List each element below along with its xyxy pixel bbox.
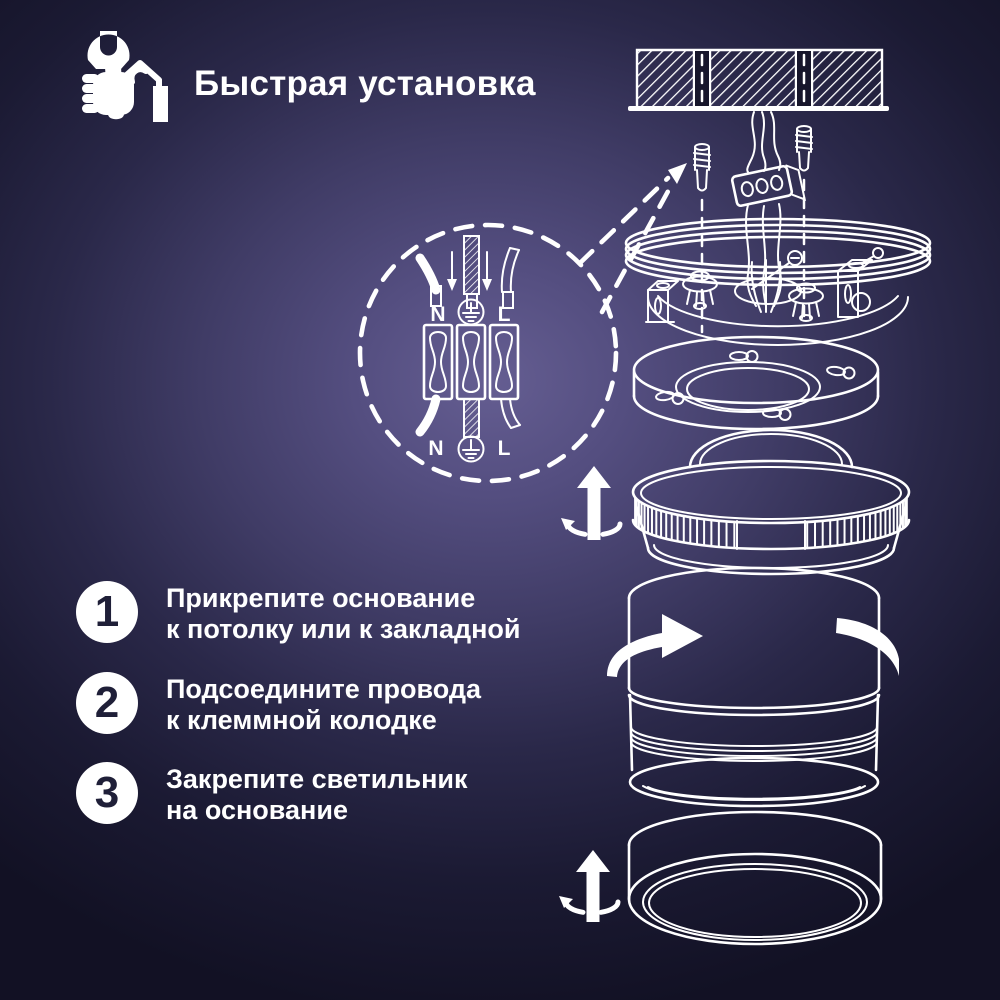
keyhole-slot bbox=[826, 365, 856, 380]
insert-arrow bbox=[447, 251, 457, 291]
screw bbox=[751, 250, 803, 290]
step-3: 3 Закрепите светильник на основание bbox=[76, 762, 468, 826]
keyhole-slot bbox=[729, 350, 759, 363]
insert-arrow bbox=[482, 251, 492, 291]
terminal-connectors bbox=[422, 323, 520, 401]
earth-ground-icon-bottom bbox=[457, 435, 485, 463]
terminal-block bbox=[730, 164, 807, 208]
step-2: 2 Подсоедините провода к клеммной колодк… bbox=[76, 672, 481, 736]
step-3-text: Закрепите светильник на основание bbox=[166, 762, 468, 826]
step-1-line2: к потолку или к закладной bbox=[166, 614, 521, 644]
step-3-line1: Закрепите светильник bbox=[166, 764, 468, 794]
step-1-text: Прикрепите основание к потолку или к зак… bbox=[166, 581, 521, 645]
keyhole-slot bbox=[762, 408, 792, 421]
rotate-arrow-right bbox=[836, 618, 899, 676]
label-neutral-bottom: N bbox=[428, 437, 443, 460]
spring-post-left bbox=[682, 270, 718, 310]
wire-neutral-top bbox=[415, 253, 441, 295]
callout-circle bbox=[357, 222, 619, 484]
step-2-text: Подсоедините провода к клеммной колодке bbox=[166, 672, 481, 736]
step-3-line2: на основание bbox=[166, 795, 348, 825]
knurl-ticks bbox=[634, 496, 908, 549]
bracket-right bbox=[837, 247, 884, 318]
spring-post-right bbox=[788, 282, 824, 322]
twist-up-arrow-top bbox=[561, 466, 623, 540]
ceiling bbox=[628, 48, 889, 334]
canopy-plate bbox=[624, 217, 932, 346]
earth-ground-icon-top bbox=[457, 298, 485, 326]
body-cylinder bbox=[627, 566, 881, 808]
step-1-badge: 1 bbox=[76, 581, 138, 643]
wall-plug-left bbox=[693, 143, 711, 192]
wire-live-top bbox=[500, 247, 511, 293]
wiring-callout-bubble bbox=[357, 163, 687, 484]
trim-ring bbox=[627, 810, 883, 946]
driver-cap bbox=[631, 428, 911, 576]
twist-up-arrow-bottom bbox=[559, 850, 621, 922]
wire-ground-top bbox=[463, 235, 480, 295]
mounting-ring bbox=[632, 335, 880, 431]
step-3-badge: 3 bbox=[76, 762, 138, 824]
label-live-bottom: L bbox=[498, 437, 511, 460]
step-1-line1: Прикрепите основание bbox=[166, 583, 476, 613]
step-2-line2: к клеммной колодке bbox=[166, 705, 437, 735]
page-title: Быстрая установка bbox=[194, 64, 536, 103]
wrench-hand-house-icon bbox=[72, 26, 184, 126]
wall-plug-right bbox=[795, 125, 813, 172]
label-neutral-top: N bbox=[430, 303, 445, 326]
terminal-closeup: N L N bbox=[415, 235, 521, 463]
rotate-arrow-left bbox=[607, 614, 703, 677]
step-2-badge: 2 bbox=[76, 672, 138, 734]
wire-ground-bottom bbox=[463, 398, 480, 438]
bracket-left bbox=[645, 280, 679, 323]
label-live-top: L bbox=[498, 303, 511, 326]
step-2-line1: Подсоедините провода bbox=[166, 674, 482, 704]
callout-pointer-tip bbox=[668, 163, 687, 184]
wire-neutral-bottom bbox=[415, 394, 441, 437]
keyhole-slot bbox=[655, 390, 685, 405]
step-1: 1 Прикрепите основание к потолку или к з… bbox=[76, 581, 521, 645]
wire-live-bottom bbox=[500, 398, 512, 429]
